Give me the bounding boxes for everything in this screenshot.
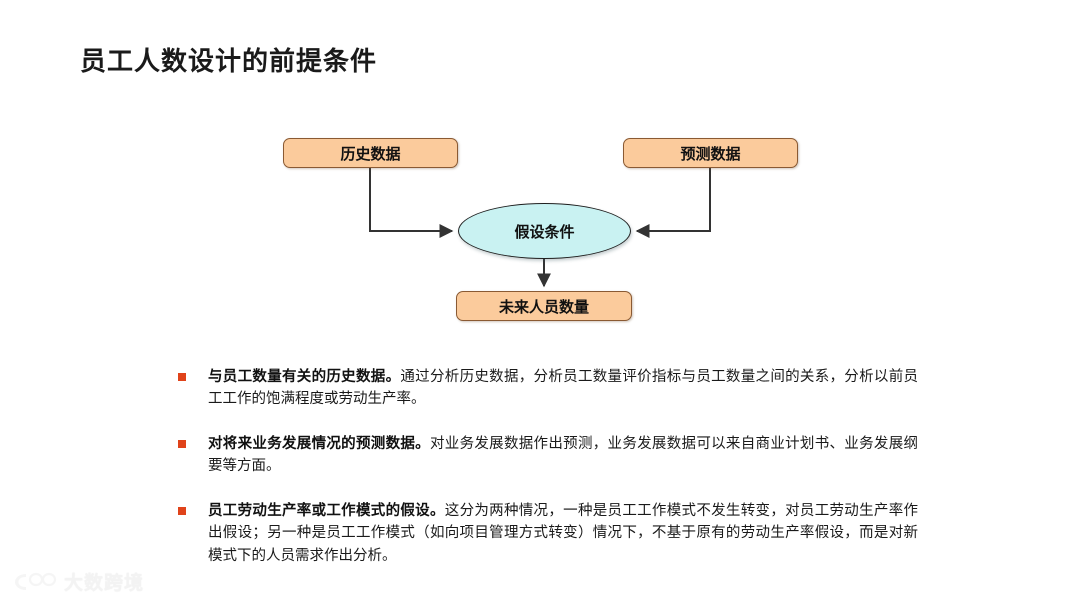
flowchart-node-history: 历史数据 <box>283 138 458 168</box>
watermark: 大数跨境 <box>12 568 144 595</box>
page-title: 员工人数设计的前提条件 <box>80 46 378 76</box>
bullet-lead: 对将来业务发展情况的预测数据。 <box>208 435 430 452</box>
bullet-lead: 与员工数量有关的历史数据。 <box>208 369 401 385</box>
edge-history-to-assume <box>369 168 454 238</box>
list-item: 员工劳动生产率或工作模式的假设。这分为两种情况，一种是员工工作模式不发生转变，对… <box>178 500 918 567</box>
flowchart-node-future-headcount: 未来人员数量 <box>456 291 632 321</box>
flowchart-node-assumption: 假设条件 <box>458 203 631 259</box>
bullet-text: 与员工数量有关的历史数据。通过分析历史数据，分析员工数量评价指标与员工数量之间的… <box>208 366 918 411</box>
edge-forecast-to-assume <box>635 168 711 238</box>
bullet-body: 这分为两种情况，一种是员工工作模式不发生转变，对员工劳动生产率作出假设；另一种是… <box>208 502 918 564</box>
bullet-list: 与员工数量有关的历史数据。通过分析历史数据，分析员工数量评价指标与员工数量之间的… <box>178 366 918 567</box>
list-item: 对将来业务发展情况的预测数据。对业务发展数据作出预测，业务发展数据可以来自商业计… <box>178 433 918 478</box>
brand-logo-icon <box>12 570 58 594</box>
list-item: 与员工数量有关的历史数据。通过分析历史数据，分析员工数量评价指标与员工数量之间的… <box>178 366 918 411</box>
bullet-square-icon <box>178 506 186 515</box>
flowchart-node-forecast: 预测数据 <box>623 138 798 168</box>
bullet-square-icon <box>178 439 186 448</box>
bullet-text: 员工劳动生产率或工作模式的假设。这分为两种情况，一种是员工工作模式不发生转变，对… <box>208 500 918 567</box>
bullet-body: 通过分析历史数据，分析员工数量评价指标与员工数量之间的关系，分析以前员工工作的饱… <box>208 369 918 408</box>
bullet-square-icon <box>178 373 186 381</box>
watermark-text: 大数跨境 <box>64 573 145 594</box>
bullet-lead: 员工劳动生产率或工作模式的假设。 <box>208 502 445 519</box>
bullet-text: 对将来业务发展情况的预测数据。对业务发展数据作出预测，业务发展数据可以来自商业计… <box>208 433 918 478</box>
bullet-body: 对业务发展数据作出预测，业务发展数据可以来自商业计划书、业务发展纲要等方面。 <box>208 435 918 475</box>
